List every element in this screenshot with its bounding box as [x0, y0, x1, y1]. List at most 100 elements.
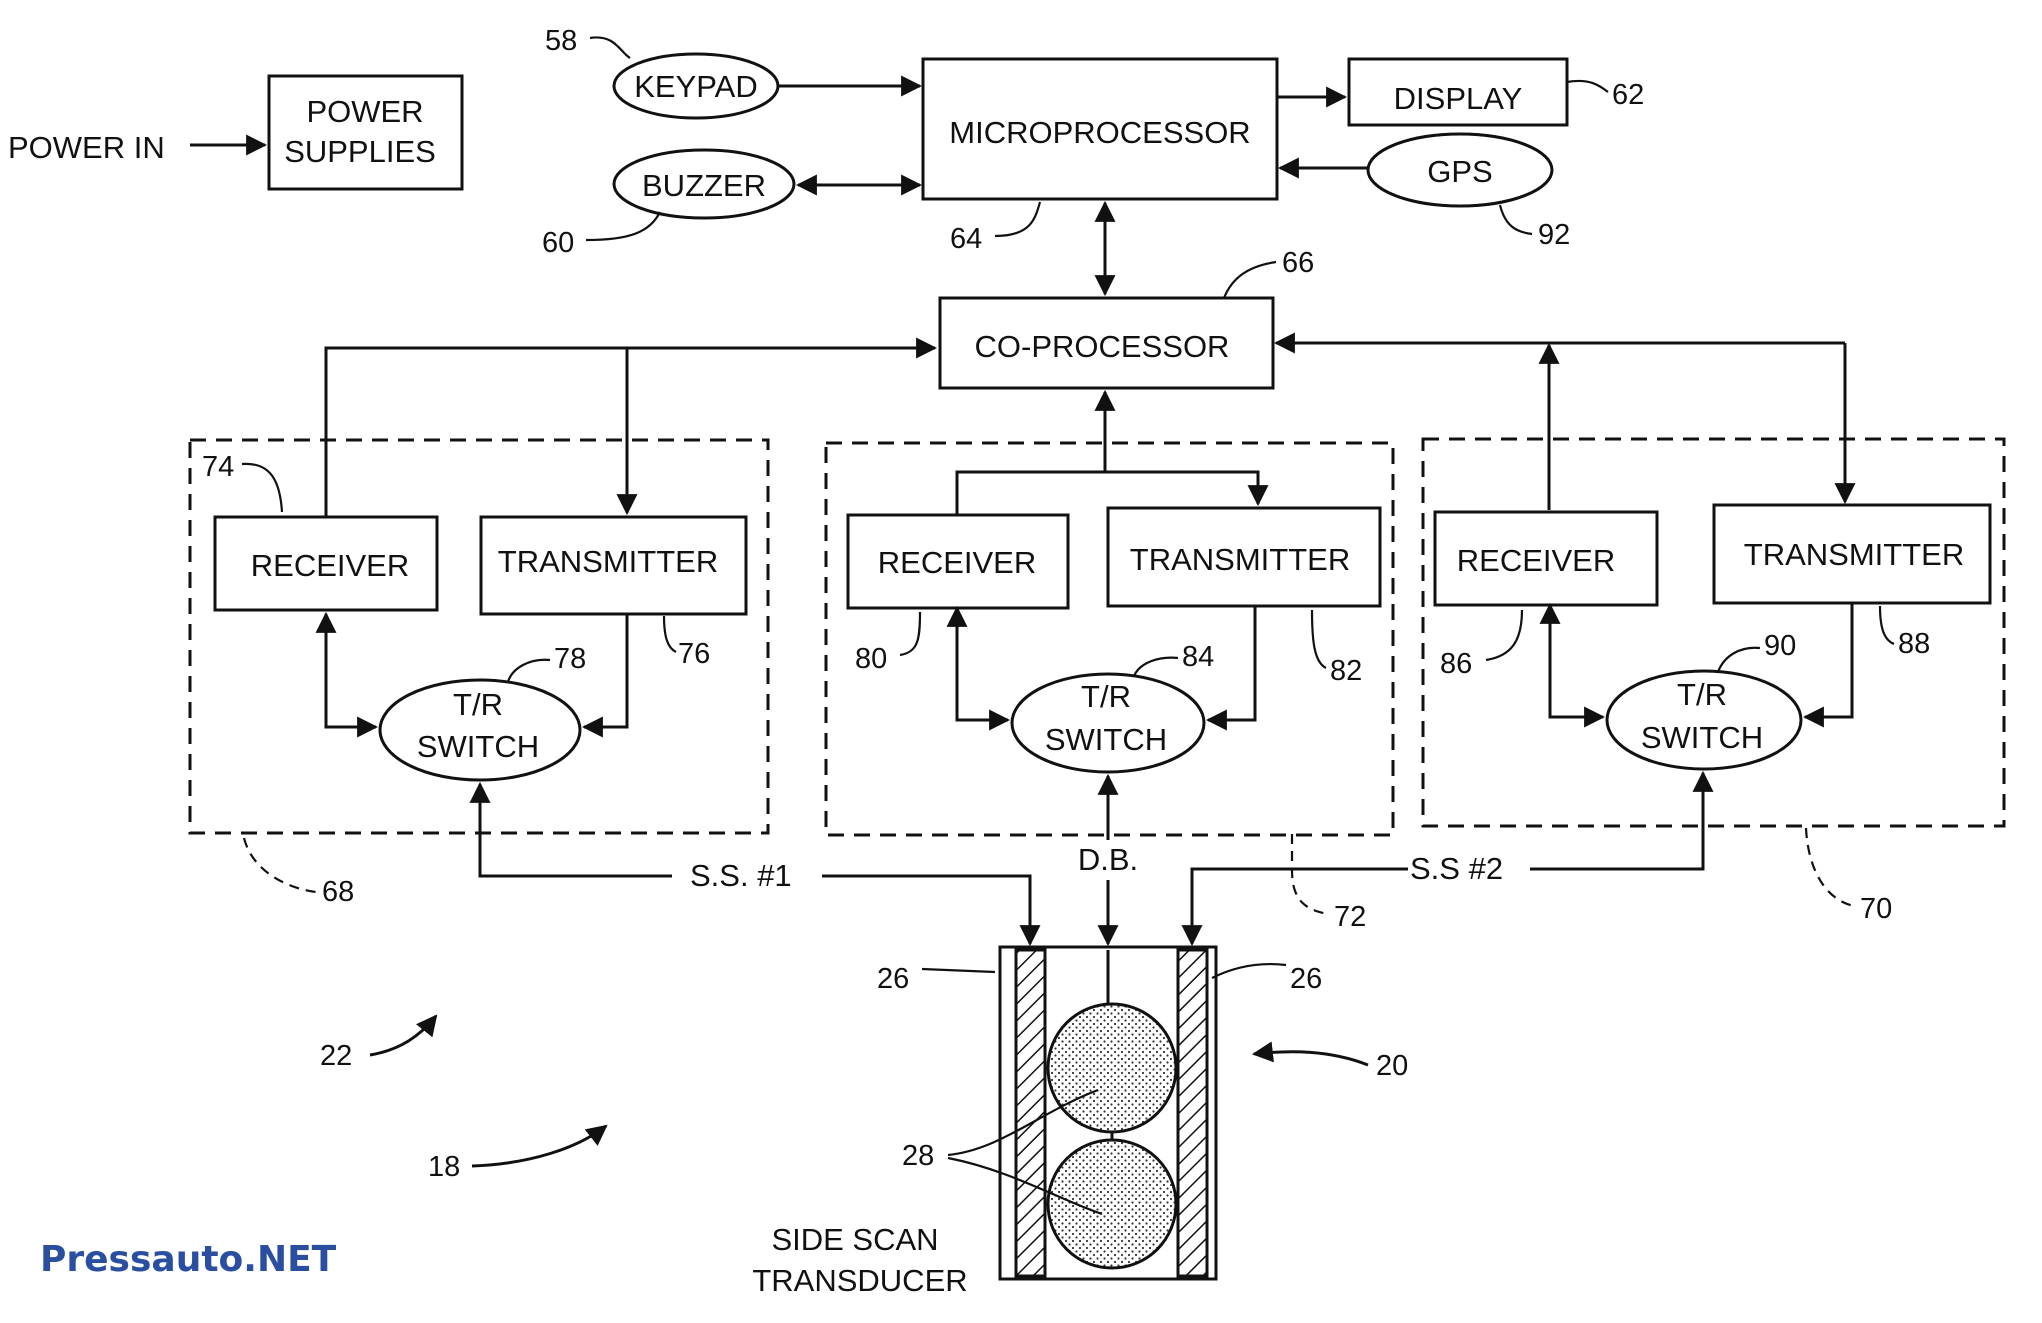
left-receiver-switch-link	[315, 611, 379, 738]
db-label: D.B.	[1078, 842, 1138, 877]
middle-tr-label-2: SWITCH	[1045, 722, 1167, 757]
arrow-22	[369, 1014, 438, 1057]
right-side-scan-element	[1176, 948, 1209, 1278]
buzzer-ellipse	[612, 148, 796, 220]
co-processor-label: CO-PROCESSOR	[975, 329, 1230, 364]
left-tr-label-1: T/R	[453, 687, 503, 722]
ref-80: 80	[855, 643, 887, 675]
co-processor-box	[938, 296, 1275, 390]
ref-62: 62	[1612, 79, 1644, 111]
middle-transmitter-box	[1106, 506, 1382, 608]
ref-58: 58	[545, 25, 577, 57]
middle-transmitter-label: TRANSMITTER	[1130, 542, 1350, 577]
buzzer-label: BUZZER	[642, 168, 766, 203]
ref-78: 78	[554, 643, 586, 675]
leader-66	[1222, 260, 1277, 299]
left-transmitter-box	[479, 515, 748, 616]
ref-28: 28	[902, 1140, 934, 1172]
leader-86	[1485, 609, 1524, 662]
ref-60: 60	[542, 227, 574, 259]
display-box	[1347, 57, 1569, 127]
arrow-20	[1251, 1041, 1369, 1067]
middle-transmitter-switch-link	[1205, 606, 1257, 731]
left-receiver-box	[213, 515, 439, 612]
left-receiver-label: RECEIVER	[251, 548, 409, 583]
middle-channel-dashed-box	[824, 441, 1395, 837]
power-supplies-label-1: POWER	[306, 94, 423, 129]
leader-82	[1310, 609, 1327, 669]
leader-26-right	[1211, 962, 1287, 979]
ref-76: 76	[678, 638, 710, 670]
right-receiver-label: RECEIVER	[1457, 543, 1615, 578]
leader-90	[1716, 646, 1761, 673]
leader-76	[662, 615, 677, 653]
left-tr-label-2: SWITCH	[417, 729, 539, 764]
ref-66: 66	[1282, 247, 1314, 279]
ref-86: 86	[1440, 648, 1472, 680]
upper-down-beam-element	[1046, 1002, 1178, 1134]
right-tr-label-2: SWITCH	[1641, 720, 1763, 755]
middle-receiver-box	[846, 513, 1070, 610]
leader-60	[585, 211, 661, 242]
lower-down-beam-element	[1046, 1138, 1178, 1270]
left-tr-switch	[378, 678, 582, 782]
leader-92	[1498, 204, 1533, 236]
left-transmitter-label: TRANSMITTER	[498, 544, 718, 579]
left-side-scan-element	[1014, 948, 1047, 1278]
ref-82: 82	[1330, 655, 1362, 687]
power-supplies-box	[267, 74, 464, 191]
arrow-18	[471, 1124, 608, 1168]
ss1-line-left	[469, 781, 672, 878]
gps-ellipse	[1366, 132, 1554, 208]
left-receiver-to-coproc	[324, 337, 938, 517]
ss1-line-right	[822, 874, 1041, 947]
display-label: DISPLAY	[1394, 81, 1523, 116]
ref-70: 70	[1860, 893, 1892, 925]
ref-20: 20	[1376, 1050, 1408, 1082]
ref-64: 64	[950, 223, 982, 255]
leader-80	[899, 611, 922, 657]
leader-68	[242, 837, 317, 894]
leader-74	[241, 462, 284, 513]
right-transmitter-label: TRANSMITTER	[1744, 537, 1964, 572]
ref-72: 72	[1334, 901, 1366, 933]
side-scan-label-2: TRANSDUCER	[752, 1263, 967, 1298]
middle-receiver-transmitter-link	[955, 470, 1269, 515]
right-transmitter-box	[1712, 503, 1992, 605]
ref-88: 88	[1898, 628, 1930, 660]
watermark: Pressauto.NET	[40, 1239, 337, 1280]
leader-26-left	[921, 967, 996, 974]
microprocessor-label: MICROPROCESSOR	[949, 115, 1250, 150]
right-receiver-switch-link	[1539, 602, 1606, 728]
power-in-label: POWER IN	[8, 130, 165, 165]
leader-58	[589, 36, 631, 59]
ss2-line-left	[1181, 867, 1408, 947]
ref-68: 68	[322, 876, 354, 908]
right-transmitter-switch-link	[1802, 603, 1854, 728]
ss2-label: S.S #2	[1410, 851, 1503, 886]
ref-92: 92	[1538, 219, 1570, 251]
ss1-label: S.S. #1	[690, 858, 792, 893]
leader-84	[1132, 656, 1179, 677]
ref-74: 74	[202, 451, 234, 483]
ref-18: 18	[428, 1151, 460, 1183]
power-supplies-label-2: SUPPLIES	[284, 134, 436, 169]
leader-28-upper	[947, 1088, 1099, 1157]
ref-84: 84	[1182, 641, 1214, 673]
microprocessor-box	[921, 57, 1279, 201]
keypad-label: KEYPAD	[634, 69, 757, 104]
ref-22: 22	[320, 1040, 352, 1072]
middle-receiver-switch-link	[946, 605, 1011, 731]
left-transmitter-switch-link	[581, 614, 629, 738]
leader-64	[994, 201, 1042, 238]
side-scan-label-1: SIDE SCAN	[771, 1222, 938, 1257]
leader-72	[1290, 834, 1329, 916]
leader-78	[506, 658, 551, 683]
gps-label: GPS	[1427, 154, 1492, 189]
leader-62	[1566, 79, 1609, 93]
right-channel-dashed-box	[1421, 437, 2006, 828]
middle-receiver-label: RECEIVER	[878, 545, 1036, 580]
middle-tr-switch	[1010, 672, 1206, 774]
